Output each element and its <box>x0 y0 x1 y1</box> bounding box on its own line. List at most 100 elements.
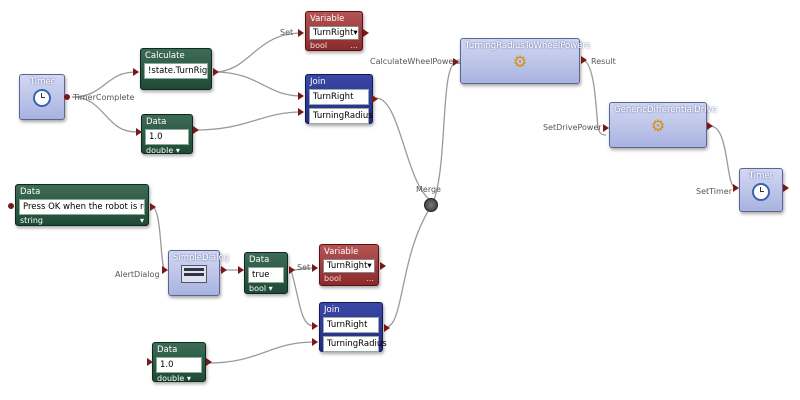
type-label: bool <box>310 41 328 50</box>
wire-join2-merge <box>383 207 431 329</box>
merge-node[interactable] <box>424 198 438 212</box>
input-pin[interactable] <box>162 266 168 274</box>
input-pin[interactable] <box>312 264 318 272</box>
input-pin[interactable] <box>136 128 142 136</box>
output-pin[interactable] <box>213 68 219 76</box>
value-input[interactable]: Press OK when the robot is ready <box>19 199 145 215</box>
type-dropdown[interactable]: bool ▾ <box>245 283 287 294</box>
output-pin[interactable] <box>206 358 212 366</box>
output-pin[interactable] <box>221 266 227 274</box>
input-pin[interactable] <box>453 58 459 66</box>
result-label: Result <box>591 57 616 66</box>
chevron-down-icon: ▾ <box>353 28 358 38</box>
node-title: GenericDifferentialDrive <box>614 105 717 115</box>
gear-icon: ⚙ <box>650 116 666 135</box>
input-pin[interactable] <box>603 124 609 132</box>
wire-join1-merge <box>375 97 431 201</box>
node-title: SimpleDialog <box>173 253 230 263</box>
output-pin[interactable] <box>783 184 789 192</box>
output-pin[interactable] <box>372 95 378 103</box>
type-label: string <box>20 216 43 225</box>
set-label: Set <box>280 28 294 37</box>
chevron-down-icon: ▾ <box>175 146 180 155</box>
calculate-node[interactable]: Calculate !state.TurnRight <box>140 48 212 90</box>
join-field[interactable]: TurnRight <box>323 317 379 333</box>
node-title: Join <box>324 305 340 315</box>
join-node[interactable]: Join TurnRight TurningRadius <box>305 74 373 124</box>
wire-timer-calculate <box>71 71 137 98</box>
wire-timer-data1 <box>71 96 137 133</box>
wire-databool-join2 <box>290 269 315 327</box>
variable-select[interactable]: TurnRight▾ <box>323 259 375 273</box>
turning-radius-node[interactable]: TurningRadiusToWheelPowers ⚙ <box>460 38 590 84</box>
clock-icon <box>33 89 51 107</box>
variable-select[interactable]: TurnRight▾ <box>309 26 359 40</box>
timer-node[interactable]: Timer <box>19 74 65 120</box>
join-field[interactable]: TurnRight <box>309 89 369 105</box>
output-pin[interactable] <box>380 262 386 270</box>
node-title: Join <box>310 77 326 87</box>
wire-calculate-join1 <box>213 71 303 97</box>
expression-input[interactable]: !state.TurnRight <box>144 63 208 79</box>
type-dropdown[interactable]: string ▾ <box>16 215 148 226</box>
chevron-down-icon: ▾ <box>139 216 144 225</box>
input-pin[interactable] <box>8 203 14 209</box>
output-pin[interactable] <box>150 203 156 211</box>
wire-merge-turning <box>433 61 458 201</box>
timer-node[interactable]: Timer <box>739 168 783 212</box>
chevron-down-icon: ▾ <box>367 261 372 271</box>
data-node[interactable]: Data true bool ▾ <box>244 252 288 294</box>
input-pin[interactable] <box>312 338 318 346</box>
node-title: Timer <box>29 77 55 87</box>
type-label: bool <box>249 284 267 293</box>
type-label: bool <box>324 274 342 283</box>
differential-drive-node[interactable]: GenericDifferentialDrive ⚙ <box>609 102 717 148</box>
input-pin[interactable] <box>312 322 318 330</box>
type-dropdown[interactable]: double ▾ <box>142 145 192 156</box>
value-input[interactable]: true <box>248 267 284 283</box>
set-drive-power-label: SetDrivePower <box>543 123 602 132</box>
set-timer-label: SetTimer <box>696 187 733 196</box>
more-button[interactable]: ... <box>350 41 358 50</box>
output-pin[interactable] <box>363 29 369 37</box>
value-input[interactable]: 1.0 <box>145 129 189 145</box>
input-pin[interactable] <box>733 184 739 192</box>
value-input[interactable]: 1.0 <box>156 357 202 373</box>
clock-icon <box>752 183 770 201</box>
output-pin[interactable] <box>581 56 587 64</box>
input-pin[interactable] <box>298 108 304 116</box>
data-node[interactable]: Data 1.0 double ▾ <box>152 342 206 384</box>
set-label: Set <box>297 263 311 272</box>
node-title: Data <box>157 345 178 355</box>
output-pin[interactable] <box>289 266 295 274</box>
simple-dialog-node[interactable]: SimpleDialog <box>168 250 230 296</box>
node-title: Data <box>249 255 270 265</box>
node-title: Calculate <box>145 51 185 61</box>
input-pin[interactable] <box>147 358 153 366</box>
output-pin[interactable] <box>707 122 713 130</box>
data-node[interactable]: Data 1.0 double ▾ <box>141 114 193 156</box>
data-node[interactable]: Data Press OK when the robot is ready st… <box>15 184 149 226</box>
type-dropdown[interactable]: double ▾ <box>153 373 205 384</box>
node-title: Data <box>20 187 41 197</box>
input-pin[interactable] <box>298 29 304 37</box>
more-button[interactable]: ... <box>366 274 374 283</box>
input-pin[interactable] <box>238 266 244 274</box>
wire-data1-join1 <box>193 111 303 131</box>
output-pin[interactable] <box>64 94 70 100</box>
node-title: Variable <box>324 247 359 257</box>
join-field[interactable]: TurningRadius <box>309 108 373 124</box>
output-pin[interactable] <box>384 324 390 332</box>
calculate-wheel-powers-label: CalculateWheelPowers <box>370 57 461 66</box>
timer-complete-label: TimerComplete <box>73 93 135 102</box>
alert-dialog-label: AlertDialog <box>115 270 160 279</box>
variable-node[interactable]: Variable TurnRight▾ bool... <box>319 244 379 286</box>
input-pin[interactable] <box>298 92 304 100</box>
input-pin[interactable] <box>133 68 139 76</box>
wire-data2-join2 <box>207 341 315 364</box>
dialog-icon <box>181 265 207 283</box>
join-node[interactable]: Join TurnRight TurningRadius <box>319 302 387 352</box>
variable-node[interactable]: Variable TurnRight▾ bool... <box>305 11 363 51</box>
join-field[interactable]: TurningRadius <box>323 336 387 352</box>
output-pin[interactable] <box>193 126 199 134</box>
